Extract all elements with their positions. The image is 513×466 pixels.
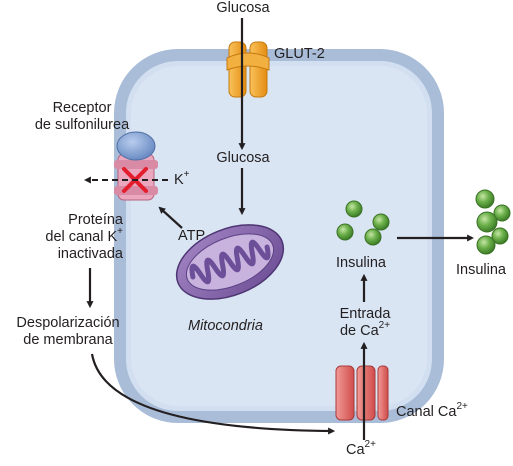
atp-arrow bbox=[158, 206, 183, 229]
atp-label: ATP bbox=[178, 228, 206, 244]
ca-entry-label-line1: Entrada bbox=[339, 306, 391, 322]
ca-ion-charge: 2+ bbox=[364, 439, 376, 451]
k-ion-label: K+ bbox=[174, 169, 190, 189]
mitochondrion-icon bbox=[175, 224, 285, 300]
ca-channel-text: Canal Ca bbox=[396, 404, 457, 420]
depolarization-label-line2: de membrana bbox=[23, 332, 113, 348]
receptor-label: Receptor de sulfonilurea bbox=[18, 100, 146, 134]
ca-entry-label-charge: 2+ bbox=[378, 320, 391, 332]
depolarization-label: Despolarización de membrana bbox=[2, 315, 134, 349]
protein-label-charge: + bbox=[117, 226, 123, 238]
protein-label-line2: del canal K bbox=[45, 229, 118, 245]
ca-entry-label: Entrada de Ca2+ bbox=[324, 306, 406, 340]
receptor-label-line1: Receptor bbox=[52, 100, 112, 116]
glucose-outside-label: Glucosa bbox=[216, 0, 270, 16]
glucose-inside-label: Glucosa bbox=[216, 150, 270, 166]
receptor-label-line2: de sulfonilurea bbox=[34, 117, 130, 133]
ca-entry-label-line2: de Ca bbox=[339, 323, 379, 339]
insulin-granule-icon bbox=[336, 200, 390, 246]
protein-label: Proteína del canal K+ inactivada bbox=[10, 212, 123, 263]
ca-ion-label: Ca2+ bbox=[346, 439, 376, 459]
k-ion-text: K bbox=[174, 172, 184, 188]
protein-label-line1: Proteína bbox=[68, 212, 123, 228]
ca-ion-text: Ca bbox=[346, 442, 365, 458]
depolarization-label-line1: Despolarización bbox=[16, 315, 120, 331]
glut2-label: GLUT-2 bbox=[274, 46, 325, 62]
insulin-outside-label: Insulina bbox=[456, 262, 506, 278]
insulin-inside-label: Insulina bbox=[336, 255, 386, 271]
sulfonylurea-receptor-icon bbox=[116, 131, 156, 161]
k-ion-charge: + bbox=[183, 169, 190, 181]
ca-channel-label: Canal Ca2+ bbox=[396, 401, 468, 421]
depolarization-to-ca-channel-arrow bbox=[90, 353, 336, 435]
ca-channel-charge: 2+ bbox=[456, 401, 468, 413]
insulin-granules-released bbox=[475, 189, 511, 255]
protein-label-line3: inactivada bbox=[57, 246, 123, 262]
calcium-channel-icon bbox=[335, 365, 389, 421]
mitochondria-label: Mitocondria bbox=[188, 318, 263, 334]
